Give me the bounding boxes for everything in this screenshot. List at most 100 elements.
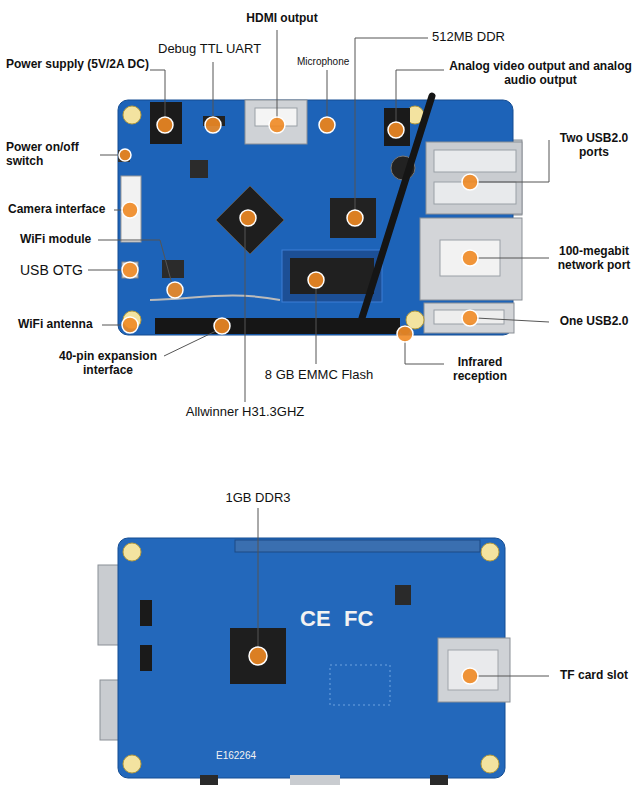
callout-dot xyxy=(462,250,478,266)
part-label: Infrared reception xyxy=(447,356,513,384)
part-label: 40-pin expansion interface xyxy=(52,350,164,378)
ram-chip xyxy=(330,198,376,238)
leader-line xyxy=(98,240,172,284)
header-holes xyxy=(235,540,480,552)
board-code: E162264 xyxy=(216,750,286,762)
leader-line xyxy=(277,30,278,120)
leader-line xyxy=(102,325,124,326)
callout-dot xyxy=(122,317,138,333)
tf-slot-inner xyxy=(448,650,498,690)
micro-usb xyxy=(122,262,138,278)
fcc-mark: FC xyxy=(344,606,388,631)
leader-line xyxy=(150,70,165,120)
traces xyxy=(330,665,390,705)
jack-edge xyxy=(200,775,218,785)
mount-hole xyxy=(123,543,141,561)
usb-port xyxy=(424,303,514,333)
soc-chip xyxy=(216,186,284,254)
callout-dot xyxy=(462,310,478,326)
part-label: 8 GB EMMC Flash xyxy=(264,368,374,383)
part-label: Allwinner H31.3GHZ xyxy=(180,405,310,420)
callout-dot xyxy=(214,318,230,334)
hdmi-port xyxy=(245,100,307,144)
part-label: 1GB DDR3 xyxy=(218,491,298,506)
leader-line xyxy=(476,258,549,259)
callout-dot xyxy=(308,272,324,288)
part-label: Two USB2.0 ports xyxy=(553,132,635,160)
power-jack xyxy=(150,102,182,144)
part-label: Power supply (5V/2A DC) xyxy=(6,58,151,72)
part-label: USB OTG xyxy=(20,262,88,278)
leader-line xyxy=(164,330,218,356)
part-label: WiFi module xyxy=(20,233,98,247)
part-label: TF card slot xyxy=(553,669,635,683)
jack-edge xyxy=(430,775,448,785)
leader-line xyxy=(245,226,246,402)
callout-dot xyxy=(388,122,404,138)
leader-line xyxy=(405,340,444,364)
mount-hole xyxy=(481,543,499,561)
callout-dot xyxy=(249,647,267,665)
mount-hole xyxy=(481,755,499,773)
audio-jack xyxy=(384,108,410,146)
emmc-chip xyxy=(290,258,374,294)
part-label: 512MB DDR xyxy=(432,30,522,45)
leader-line xyxy=(355,38,428,212)
top-board xyxy=(118,96,522,335)
ethernet-jack xyxy=(420,218,522,300)
component xyxy=(395,585,411,605)
leader-line xyxy=(258,508,259,650)
mount-hole xyxy=(123,755,141,773)
callout-dot xyxy=(347,210,363,226)
hdmi-edge xyxy=(290,775,340,785)
part-label: 100-megabit network port xyxy=(553,245,635,273)
callout-dot xyxy=(397,326,413,342)
usb-port xyxy=(434,150,516,172)
component xyxy=(140,600,152,626)
leader-line xyxy=(100,155,120,156)
callout-dot xyxy=(462,174,478,190)
component xyxy=(140,645,152,671)
callout-dots xyxy=(119,117,478,684)
wifi-chip xyxy=(162,260,184,278)
part-label: WiFi antenna xyxy=(18,318,102,332)
leader-line xyxy=(476,140,549,182)
part-label: Camera interface xyxy=(8,203,114,217)
callout-dot xyxy=(167,282,183,298)
callout-dot xyxy=(240,210,256,226)
leader-line xyxy=(476,318,549,322)
gpio-header xyxy=(155,318,400,334)
part-label: One USB2.0 xyxy=(553,315,635,329)
microphone xyxy=(320,118,334,132)
leader-line xyxy=(88,270,124,271)
leader-line xyxy=(213,62,214,120)
wifi-antenna xyxy=(362,96,432,318)
power-switch xyxy=(118,150,130,162)
usb-stack xyxy=(426,142,522,214)
callout-dot xyxy=(122,262,138,278)
part-label: Power on/off switch xyxy=(6,141,98,169)
part-label: HDMI output xyxy=(232,12,332,26)
part-label: Microphone xyxy=(297,56,367,68)
tf-slot xyxy=(438,638,510,702)
leader-line xyxy=(476,676,549,677)
leader-line xyxy=(396,70,444,124)
callout-dot xyxy=(119,149,131,161)
ic xyxy=(190,160,208,178)
callout-dot xyxy=(205,117,221,133)
callout-dot xyxy=(319,117,335,133)
bottom-board xyxy=(98,538,510,785)
part-label: Analog video output and analog audio out… xyxy=(448,60,633,88)
part-label: Debug TTL UART xyxy=(158,42,278,57)
leader-lines xyxy=(88,30,549,676)
camera-connector xyxy=(121,176,141,242)
callout-dot xyxy=(157,117,173,133)
leader-line xyxy=(327,70,328,120)
leader-line xyxy=(316,286,317,364)
callout-dot xyxy=(269,117,285,133)
callout-dot xyxy=(122,202,138,218)
ce-mark: CE xyxy=(300,606,340,631)
mount-hole xyxy=(123,106,141,124)
